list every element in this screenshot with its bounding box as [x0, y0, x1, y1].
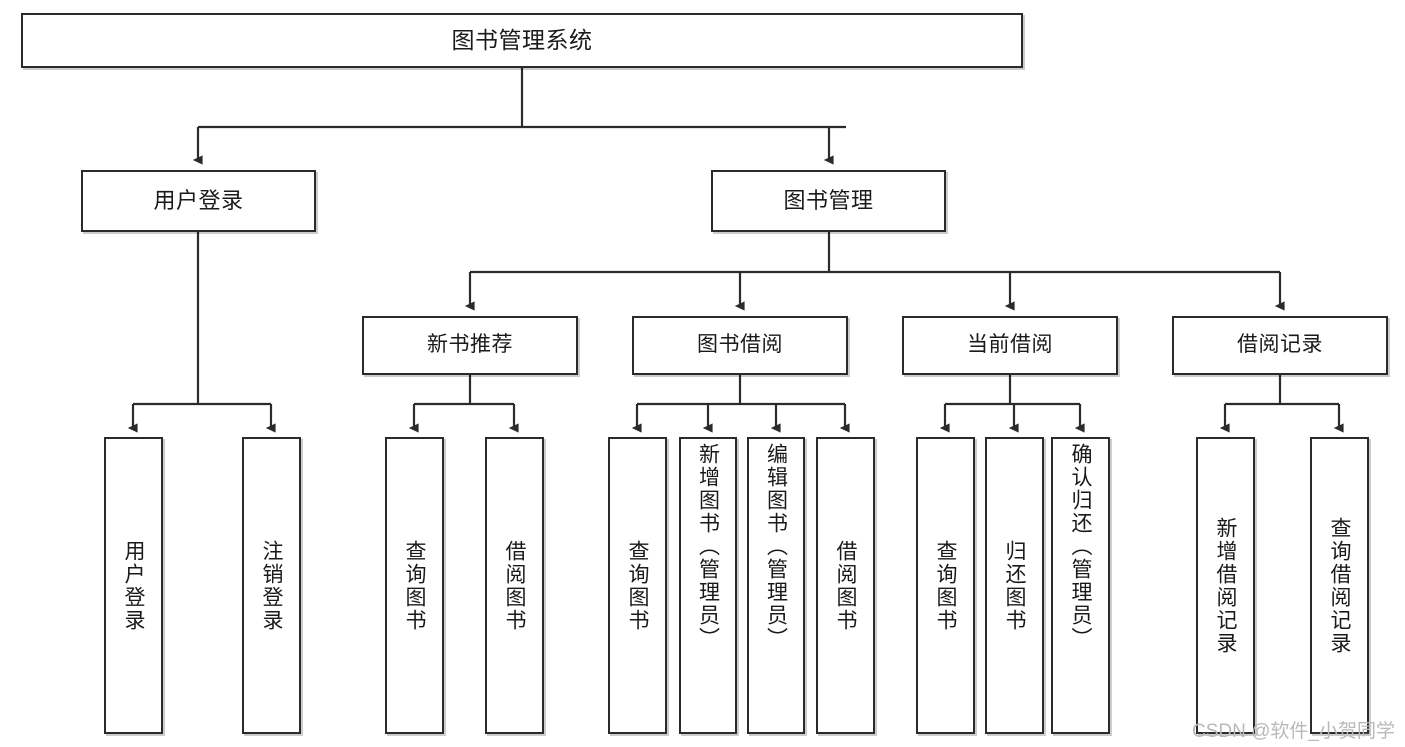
node-root-book-management-system[interactable]: 图书管理系统: [21, 13, 1023, 68]
node-leaf-edit-book-admin[interactable]: 编辑图书（管理员）: [747, 437, 805, 734]
node-current-borrow[interactable]: 当前借阅: [902, 316, 1118, 375]
node-new-book-recommend[interactable]: 新书推荐: [362, 316, 578, 375]
node-label: 借阅记录: [1237, 333, 1323, 357]
node-leaf-return-book[interactable]: 归还图书: [985, 437, 1044, 734]
node-leaf-borrow-book[interactable]: 借阅图书: [816, 437, 875, 734]
node-label: 借阅图书: [503, 539, 526, 632]
node-label: 用户登录: [122, 539, 145, 632]
node-leaf-confirm-return-admin[interactable]: 确认归还（管理员）: [1051, 437, 1110, 734]
node-label: 注销登录: [260, 539, 283, 632]
node-label: 图书借阅: [697, 333, 783, 357]
node-label: 新书推荐: [427, 333, 513, 357]
node-leaf-add-book-admin[interactable]: 新增图书（管理员）: [679, 437, 737, 734]
watermark-text: CSDN @软件_小贺同学: [1192, 721, 1395, 742]
node-label: 查询图书: [403, 539, 426, 632]
node-leaf-query-book-recommend[interactable]: 查询图书: [385, 437, 444, 734]
node-user-login[interactable]: 用户登录: [81, 170, 316, 232]
node-label: 编辑图书（管理员）: [764, 443, 788, 650]
node-book-borrow[interactable]: 图书借阅: [632, 316, 848, 375]
node-label: 图书管理: [783, 188, 874, 214]
node-label: 借阅图书: [834, 539, 857, 632]
node-leaf-query-borrow-record[interactable]: 查询借阅记录: [1310, 437, 1369, 734]
node-leaf-query-book-current[interactable]: 查询图书: [916, 437, 975, 734]
node-label: 新增借阅记录: [1214, 516, 1237, 655]
node-leaf-logout[interactable]: 注销登录: [242, 437, 301, 734]
node-leaf-user-login[interactable]: 用户登录: [104, 437, 163, 734]
node-label: 用户登录: [153, 188, 244, 214]
node-label: 图书管理系统: [451, 26, 593, 53]
node-leaf-add-borrow-record[interactable]: 新增借阅记录: [1196, 437, 1255, 734]
node-leaf-query-book-borrow[interactable]: 查询图书: [608, 437, 667, 734]
node-label: 新增图书（管理员）: [696, 443, 720, 650]
node-label: 当前借阅: [967, 333, 1053, 357]
node-label: 查询图书: [626, 539, 649, 632]
node-leaf-borrow-book-recommend[interactable]: 借阅图书: [485, 437, 544, 734]
node-label: 查询图书: [934, 539, 957, 632]
node-book-manage[interactable]: 图书管理: [711, 170, 946, 232]
node-label: 确认归还（管理员）: [1069, 443, 1092, 650]
node-borrow-record[interactable]: 借阅记录: [1172, 316, 1388, 375]
node-label: 查询借阅记录: [1328, 516, 1351, 655]
node-label: 归还图书: [1003, 539, 1026, 632]
